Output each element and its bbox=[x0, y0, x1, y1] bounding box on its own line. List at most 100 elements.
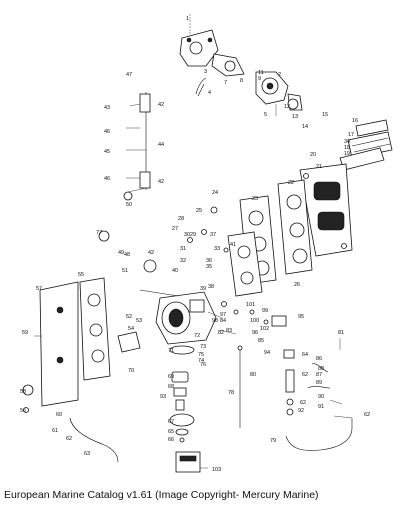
callout-82: 82 bbox=[218, 330, 224, 336]
callout-44: 44 bbox=[158, 142, 164, 148]
callout-62a: 62 bbox=[66, 436, 72, 442]
callout-69: 69 bbox=[168, 374, 174, 380]
callout-92: 92 bbox=[298, 408, 304, 414]
callout-88: 88 bbox=[318, 366, 324, 372]
callout-76: 76 bbox=[200, 362, 206, 368]
link-rod-assembly bbox=[123, 92, 151, 201]
callout-102: 102 bbox=[260, 326, 269, 332]
fuel-pump-assembly bbox=[179, 14, 303, 116]
fuel-line-fittings bbox=[237, 338, 353, 451]
callout-98: 98 bbox=[212, 318, 218, 324]
callout-42a: 42 bbox=[158, 102, 164, 108]
intake-manifold bbox=[299, 163, 353, 257]
callout-15: 15 bbox=[322, 112, 328, 118]
callout-49: 49 bbox=[118, 250, 124, 256]
callout-65: 65 bbox=[168, 429, 174, 435]
callout-72: 72 bbox=[194, 333, 200, 339]
callout-7: 7 bbox=[224, 80, 227, 86]
adapter-plate bbox=[227, 231, 263, 297]
callout-46a: 46 bbox=[104, 129, 110, 135]
callout-21: 21 bbox=[316, 164, 322, 170]
callout-37: 37 bbox=[210, 232, 216, 238]
callout-39: 39 bbox=[200, 286, 206, 292]
callout-43: 43 bbox=[104, 105, 110, 111]
callout-47: 47 bbox=[126, 72, 132, 78]
callout-20: 20 bbox=[310, 152, 316, 158]
callout-54: 54 bbox=[128, 326, 134, 332]
callout-70: 70 bbox=[128, 368, 134, 374]
callout-36: 36 bbox=[206, 258, 212, 264]
callout-94: 94 bbox=[264, 350, 270, 356]
callout-40: 40 bbox=[172, 268, 178, 274]
callout-42c: 42 bbox=[148, 250, 154, 256]
callout-26: 26 bbox=[294, 282, 300, 288]
callout-42b: 42 bbox=[158, 179, 164, 185]
callout-60: 60 bbox=[56, 412, 62, 418]
callout-93: 93 bbox=[160, 394, 166, 400]
callout-11: 11 bbox=[258, 70, 264, 76]
callout-30: 30 bbox=[184, 232, 190, 238]
callout-27: 27 bbox=[172, 226, 178, 232]
callout-87: 87 bbox=[316, 372, 322, 378]
callout-100: 100 bbox=[250, 318, 259, 324]
callout-1: 1 bbox=[186, 16, 189, 22]
callout-35: 35 bbox=[206, 264, 212, 270]
callout-51: 51 bbox=[122, 268, 128, 274]
callout-33: 33 bbox=[214, 246, 220, 252]
callout-4: 4 bbox=[208, 90, 211, 96]
image-caption: European Marine Catalog v1.61 (Image Cop… bbox=[4, 489, 319, 501]
callout-24: 24 bbox=[212, 190, 218, 196]
callout-62b: 62 bbox=[302, 372, 308, 378]
callout-29: 29 bbox=[190, 232, 196, 238]
callout-91: 91 bbox=[318, 404, 324, 410]
callout-28: 28 bbox=[178, 216, 184, 222]
callout-50: 50 bbox=[126, 202, 132, 208]
callout-73: 73 bbox=[200, 344, 206, 350]
callout-62d: 62 bbox=[364, 412, 370, 418]
reed-block-assembly bbox=[339, 119, 393, 171]
callout-41: 41 bbox=[230, 242, 236, 248]
callout-38: 38 bbox=[208, 284, 214, 290]
callout-61: 61 bbox=[52, 428, 58, 434]
callout-9: 9 bbox=[258, 76, 261, 82]
callout-81: 81 bbox=[338, 330, 344, 336]
callout-86: 86 bbox=[316, 356, 322, 362]
callout-3: 3 bbox=[204, 69, 207, 75]
callout-48: 48 bbox=[124, 252, 130, 258]
callout-75: 75 bbox=[198, 352, 204, 358]
callout-58: 58 bbox=[20, 389, 26, 395]
callout-59: 59 bbox=[22, 330, 28, 336]
misc-fasteners bbox=[98, 206, 287, 327]
callout-46b: 46 bbox=[104, 176, 110, 182]
callout-numbers: 1 2 3 4 5 7 8 9 11 12 13 14 15 16 17 18 … bbox=[20, 16, 370, 473]
callout-53: 53 bbox=[136, 318, 142, 324]
callout-32: 32 bbox=[180, 258, 186, 264]
callout-90: 90 bbox=[318, 394, 324, 400]
callout-71: 71 bbox=[168, 348, 174, 354]
callout-96: 96 bbox=[252, 330, 258, 336]
callout-85: 85 bbox=[258, 338, 264, 344]
callout-12: 12 bbox=[284, 104, 290, 110]
callout-78: 78 bbox=[228, 390, 234, 396]
callout-66: 66 bbox=[168, 437, 174, 443]
callout-103: 103 bbox=[212, 467, 221, 473]
callout-63: 63 bbox=[84, 451, 90, 457]
callout-74: 74 bbox=[198, 358, 204, 364]
callout-95: 95 bbox=[298, 314, 304, 320]
callout-25: 25 bbox=[196, 208, 202, 214]
callout-83: 83 bbox=[226, 328, 232, 334]
float-bowl-parts bbox=[169, 371, 208, 473]
callout-16: 16 bbox=[352, 118, 358, 124]
callout-97: 97 bbox=[220, 312, 226, 318]
callout-84: 84 bbox=[220, 318, 226, 324]
fuel-hose bbox=[69, 417, 119, 463]
callout-80: 80 bbox=[250, 372, 256, 378]
callout-22: 22 bbox=[288, 180, 294, 186]
callout-55: 55 bbox=[78, 272, 84, 278]
callout-13: 13 bbox=[292, 114, 298, 120]
carburetor-body bbox=[117, 259, 237, 355]
callout-5: 5 bbox=[264, 112, 267, 118]
callout-67: 67 bbox=[168, 419, 174, 425]
callout-77: 77 bbox=[96, 230, 102, 236]
callout-89: 89 bbox=[316, 380, 322, 386]
